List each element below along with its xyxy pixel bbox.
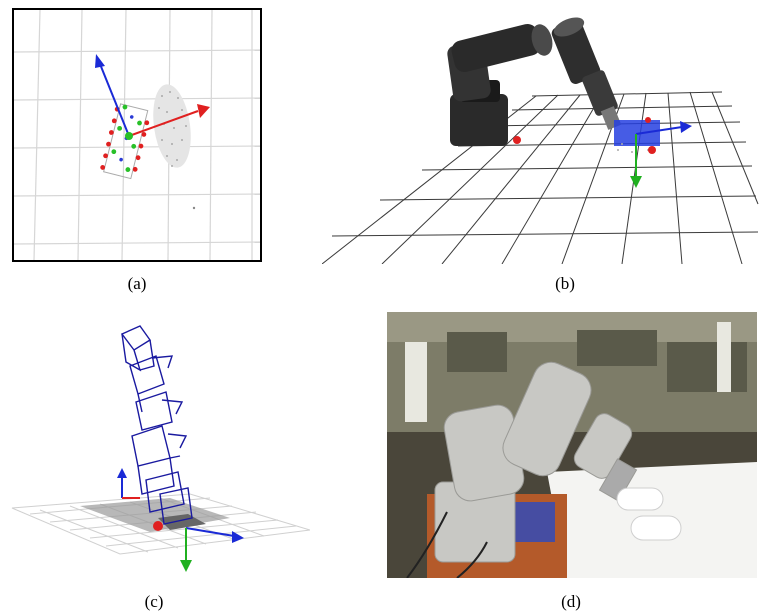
caption-b: (b) — [555, 274, 575, 293]
panel-c-gripper-poses — [10, 318, 310, 584]
panel-b-simulated-robot — [322, 14, 760, 264]
caption-a: (a) — [127, 274, 147, 293]
caption-c: (c) — [144, 592, 164, 611]
panel-a-pointcloud-topview — [12, 8, 262, 262]
caption-d: (d) — [561, 592, 581, 611]
panel-d-robot-photo — [387, 312, 757, 578]
